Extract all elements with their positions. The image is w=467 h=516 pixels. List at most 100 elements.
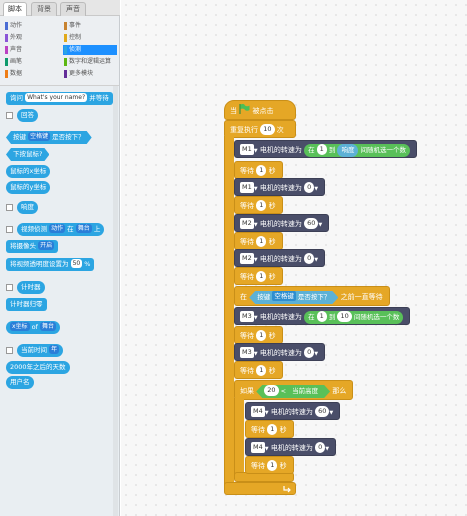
current-time-checkbox[interactable] — [6, 347, 13, 354]
speed-input[interactable]: 0 — [304, 253, 315, 264]
video-target-dropdown[interactable]: 舞台 — [75, 224, 92, 233]
ask-default-input[interactable]: What's your name? — [25, 93, 88, 102]
set-motor-block[interactable]: M2▼ 电机的转速为 0▼ — [234, 249, 326, 267]
category-motion[interactable]: 动作 — [4, 21, 60, 31]
key-dropdown[interactable]: 空格键 — [274, 292, 294, 300]
motor-dropdown[interactable]: M1 — [240, 144, 254, 155]
palette-mouse-x-block[interactable]: 鼠标的x坐标 — [6, 165, 51, 178]
wait-seconds-input[interactable]: 1 — [256, 200, 267, 211]
of-attribute-dropdown[interactable]: x坐标 — [10, 322, 30, 331]
category-looks[interactable]: 外观 — [4, 33, 60, 43]
category-control[interactable]: 控制 — [63, 33, 117, 43]
random-from-input[interactable]: 1 — [316, 311, 327, 322]
palette-loudness-block[interactable]: 响度 — [17, 201, 38, 214]
video-motion-checkbox[interactable] — [6, 226, 13, 233]
current-height-reporter[interactable]: 当前高度 — [288, 385, 322, 398]
motor-dropdown[interactable]: M3 — [240, 311, 254, 322]
wait-seconds-input[interactable]: 1 — [256, 165, 267, 176]
motor-dropdown[interactable]: M4 — [251, 442, 265, 453]
tab-backdrops[interactable]: 背景 — [31, 2, 57, 16]
palette-key-pressed-block[interactable]: 按键 空格键 是否按下？ — [6, 131, 92, 144]
palette-of-block[interactable]: x坐标 of 舞台 — [6, 321, 60, 334]
speed-input[interactable]: 60 — [304, 218, 319, 229]
palette-video-transparency-block[interactable]: 将视频透明度设置为 50 % — [6, 258, 95, 271]
transparency-input[interactable]: 50 — [70, 259, 83, 268]
motor-dropdown[interactable]: M3 — [240, 347, 254, 358]
video-motion-dropdown[interactable]: 动作 — [49, 224, 66, 233]
category-more-blocks[interactable]: 更多模块 — [63, 69, 117, 79]
compare-left-input[interactable]: 20 — [264, 385, 278, 396]
motor-dropdown[interactable]: M2 — [240, 253, 254, 264]
wait-seconds-input[interactable]: 1 — [267, 460, 278, 471]
wait-block[interactable]: 等待 1 秒 — [234, 326, 283, 344]
speed-input[interactable]: 0 — [304, 182, 315, 193]
wait-until-block[interactable]: 在 按键 空格键 是否按下？ 之前一直等待 — [234, 286, 390, 306]
set-motor-random-block[interactable]: M3▼ 电机的转速为 在 1 到 10 间随机选一个数 — [234, 307, 411, 325]
repeat-block[interactable]: 重复执行 10 次 — [224, 120, 296, 138]
repeat-end — [224, 482, 296, 495]
motor-dropdown[interactable]: M2 — [240, 218, 254, 229]
palette-mouse-down-block[interactable]: 下按鼠标? — [6, 148, 49, 161]
palette-video-motion-block[interactable]: 视频侦测 动作 在 舞台 上 — [17, 223, 105, 236]
when-flag-clicked-block[interactable]: 当 被点击 — [224, 100, 296, 120]
random-from-input[interactable]: 1 — [316, 144, 327, 155]
speed-input[interactable]: 0 — [304, 347, 315, 358]
set-motor-block[interactable]: M1▼ 电机的转速为 0▼ — [234, 178, 326, 196]
category-pen[interactable]: 画笔 — [4, 57, 60, 67]
palette-timer-block[interactable]: 计时器 — [17, 281, 45, 294]
motor-dropdown[interactable]: M1 — [240, 182, 254, 193]
current-time-dropdown[interactable]: 年 — [49, 345, 60, 354]
if-block[interactable]: 如果 20 < 当前高度 那么 — [234, 380, 354, 400]
random-to-input[interactable]: 10 — [337, 311, 352, 322]
palette-days-since-block[interactable]: 2000年之后的天数 — [6, 361, 70, 374]
palette-current-time-block[interactable]: 当前时间 年 — [17, 344, 64, 357]
wait-block[interactable]: 等待 1 秒 — [245, 420, 294, 438]
less-than-block[interactable]: 20 < 当前高度 — [256, 385, 330, 398]
category-sound[interactable]: 声音 — [4, 45, 60, 55]
wait-block[interactable]: 等待 1 秒 — [234, 267, 283, 285]
wait-block[interactable]: 等待 1 秒 — [234, 161, 283, 179]
pick-random-block[interactable]: 在 1 到 10 间随机选一个数 — [304, 311, 404, 324]
category-data[interactable]: 数据 — [4, 69, 60, 79]
set-motor-block[interactable]: M4▼ 电机的转速为 60▼ — [245, 402, 341, 420]
tab-sounds[interactable]: 声音 — [60, 2, 86, 16]
of-target-dropdown[interactable]: 舞台 — [39, 322, 56, 331]
wait-seconds-input[interactable]: 1 — [256, 236, 267, 247]
loudness-checkbox[interactable] — [6, 204, 13, 211]
palette-scrollbar[interactable] — [113, 86, 118, 516]
set-motor-block[interactable]: M4▼ 电机的转速为 0▼ — [245, 438, 337, 456]
repeat-count-input[interactable]: 10 — [260, 124, 275, 135]
key-pressed-block[interactable]: 按键 空格键 是否按下？ — [249, 291, 338, 304]
set-motor-block[interactable]: M2▼ 电机的转速为 60▼ — [234, 214, 330, 232]
palette-username-block[interactable]: 用户名 — [6, 376, 34, 389]
wait-seconds-input[interactable]: 1 — [256, 271, 267, 282]
wait-block[interactable]: 等待 1 秒 — [234, 196, 283, 214]
set-motor-random-block[interactable]: M1▼ 电机的转速为 在 1 到 响度 间随机选一个数 — [234, 140, 418, 158]
speed-input[interactable]: 60 — [315, 406, 330, 417]
motor-dropdown[interactable]: M4 — [251, 406, 265, 417]
wait-seconds-input[interactable]: 1 — [256, 330, 267, 341]
pick-random-block[interactable]: 在 1 到 响度 间随机选一个数 — [304, 144, 411, 157]
palette-answer-block[interactable]: 回答 — [17, 109, 38, 122]
video-turn-dropdown[interactable]: 开启 — [38, 241, 55, 250]
wait-block[interactable]: 等待 1 秒 — [234, 361, 283, 379]
answer-checkbox[interactable] — [6, 112, 13, 119]
loudness-reporter[interactable]: 响度 — [337, 144, 359, 157]
dropdown-arrow-icon: ▼ — [253, 222, 258, 228]
key-dropdown[interactable]: 空格键 — [30, 133, 49, 140]
timer-checkbox[interactable] — [6, 284, 13, 291]
palette-mouse-y-block[interactable]: 鼠标的y坐标 — [6, 181, 51, 194]
category-sensing[interactable]: 侦测 — [63, 45, 117, 55]
tab-scripts[interactable]: 脚本 — [3, 2, 27, 16]
wait-seconds-input[interactable]: 1 — [267, 424, 278, 435]
category-operators[interactable]: 数字和逻辑运算 — [63, 57, 117, 67]
set-motor-block[interactable]: M3▼ 电机的转速为 0▼ — [234, 343, 326, 361]
speed-input[interactable]: 0 — [315, 442, 326, 453]
wait-seconds-input[interactable]: 1 — [256, 365, 267, 376]
category-events[interactable]: 事件 — [63, 21, 117, 31]
palette-video-turn-block[interactable]: 将摄像头 开启 — [6, 240, 59, 253]
palette-ask-block[interactable]: 询问 What's your name? 并等待 — [6, 92, 113, 105]
palette-reset-timer-block[interactable]: 计时器归零 — [6, 298, 47, 311]
wait-block[interactable]: 等待 1 秒 — [234, 232, 283, 250]
wait-block[interactable]: 等待 1 秒 — [245, 456, 294, 474]
